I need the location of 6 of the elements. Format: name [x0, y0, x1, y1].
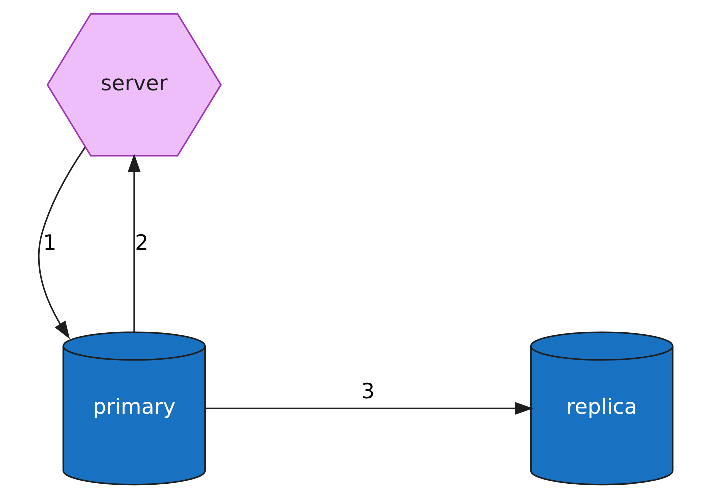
arrow	[204, 402, 533, 415]
arrow	[38, 147, 86, 340]
edge-label: 1	[42, 230, 56, 255]
edge-label: 2	[134, 230, 148, 255]
edge-label: 3	[361, 378, 374, 404]
arrow	[128, 154, 140, 332]
